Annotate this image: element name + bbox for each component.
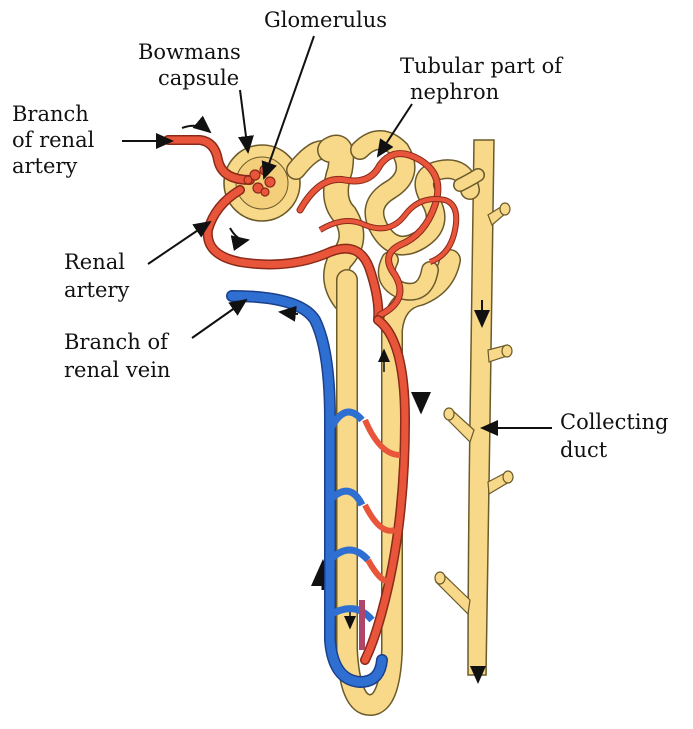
label-collecting-duct-line1: Collecting <box>560 410 668 434</box>
label-branch-renal-artery-line3: artery <box>12 154 77 178</box>
renal-artery-network <box>168 126 456 660</box>
label-tubular-line1: Tubular part of <box>400 54 562 78</box>
label-branch-renal-artery-line2: of renal <box>12 128 94 152</box>
label-branch-renal-vein-line1: Branch of <box>64 330 168 354</box>
label-bowmans-capsule-line2: capsule <box>158 66 239 90</box>
label-collecting-duct-line2: duct <box>560 438 607 462</box>
label-bowmans-capsule-line1: Bowmans <box>138 40 241 64</box>
label-glomerulus: Glomerulus <box>264 8 387 32</box>
nephron-tubule <box>224 140 478 705</box>
label-renal-artery-line1: Renal <box>64 250 125 274</box>
label-branch-renal-vein-line2: renal vein <box>64 358 170 382</box>
label-tubular-line2: nephron <box>410 80 499 104</box>
collecting-duct <box>435 140 513 682</box>
label-renal-artery-line2: artery <box>64 278 129 302</box>
label-branch-renal-artery-line1: Branch <box>12 102 89 126</box>
